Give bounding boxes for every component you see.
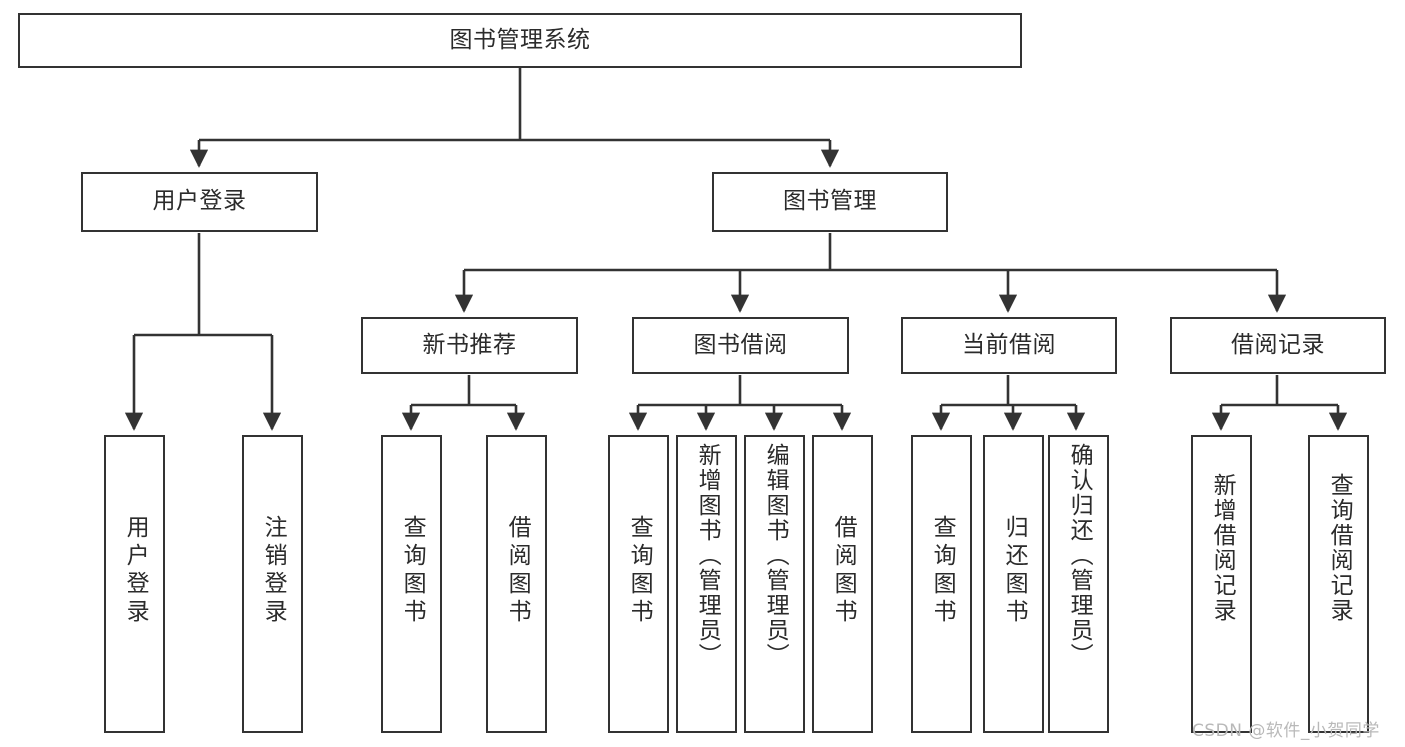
node-leaf-user-login[interactable]: 用户登录 bbox=[104, 435, 165, 733]
node-leaf-query-book-3-label: 查询图书 bbox=[929, 515, 956, 627]
node-leaf-logout-label: 注销登录 bbox=[260, 515, 287, 627]
node-leaf-add-book-label: 新增图书（管理员） bbox=[694, 443, 721, 668]
node-root[interactable]: 图书管理系统 bbox=[18, 13, 1022, 68]
node-leaf-query-book-1[interactable]: 查询图书 bbox=[381, 435, 442, 733]
node-leaf-query-book-2-label: 查询图书 bbox=[626, 515, 653, 627]
node-leaf-return-book[interactable]: 归还图书 bbox=[983, 435, 1044, 733]
node-leaf-query-record-label: 查询借阅记录 bbox=[1326, 473, 1353, 623]
csdn-watermark: CSDN @软件_小贺同学 bbox=[1192, 721, 1380, 741]
node-leaf-logout[interactable]: 注销登录 bbox=[242, 435, 303, 733]
node-leaf-confirm-return[interactable]: 确认归还（管理员） bbox=[1048, 435, 1109, 733]
node-root-label: 图书管理系统 bbox=[449, 26, 591, 53]
node-leaf-edit-book[interactable]: 编辑图书（管理员） bbox=[744, 435, 805, 733]
node-book-manage[interactable]: 图书管理 bbox=[712, 172, 948, 232]
node-leaf-query-book-1-label: 查询图书 bbox=[399, 515, 426, 627]
node-new-book-rec[interactable]: 新书推荐 bbox=[361, 317, 578, 374]
node-leaf-borrow-book-1-label: 借阅图书 bbox=[504, 515, 531, 627]
node-book-borrow[interactable]: 图书借阅 bbox=[632, 317, 849, 374]
node-current-borrow[interactable]: 当前借阅 bbox=[901, 317, 1117, 374]
node-leaf-borrow-book-2-label: 借阅图书 bbox=[830, 515, 857, 627]
node-leaf-add-record[interactable]: 新增借阅记录 bbox=[1191, 435, 1252, 733]
node-leaf-query-book-2[interactable]: 查询图书 bbox=[608, 435, 669, 733]
node-leaf-borrow-book-2[interactable]: 借阅图书 bbox=[812, 435, 873, 733]
node-leaf-edit-book-label: 编辑图书（管理员） bbox=[762, 443, 789, 668]
node-current-borrow-label: 当前借阅 bbox=[962, 331, 1056, 358]
node-leaf-query-record[interactable]: 查询借阅记录 bbox=[1308, 435, 1369, 733]
node-borrow-record-label: 借阅记录 bbox=[1231, 331, 1325, 358]
node-user-login-label: 用户登录 bbox=[152, 188, 247, 215]
node-leaf-add-record-label: 新增借阅记录 bbox=[1209, 473, 1236, 623]
node-leaf-borrow-book-1[interactable]: 借阅图书 bbox=[486, 435, 547, 733]
node-book-borrow-label: 图书借阅 bbox=[693, 331, 788, 358]
node-leaf-confirm-return-label: 确认归还（管理员） bbox=[1066, 443, 1093, 668]
node-new-book-rec-label: 新书推荐 bbox=[422, 331, 517, 358]
node-borrow-record[interactable]: 借阅记录 bbox=[1170, 317, 1386, 374]
node-leaf-user-login-label: 用户登录 bbox=[122, 515, 149, 627]
node-leaf-add-book[interactable]: 新增图书（管理员） bbox=[676, 435, 737, 733]
node-leaf-return-book-label: 归还图书 bbox=[1001, 515, 1028, 627]
node-user-login[interactable]: 用户登录 bbox=[81, 172, 318, 232]
node-book-manage-label: 图书管理 bbox=[783, 188, 877, 215]
node-leaf-query-book-3[interactable]: 查询图书 bbox=[911, 435, 972, 733]
